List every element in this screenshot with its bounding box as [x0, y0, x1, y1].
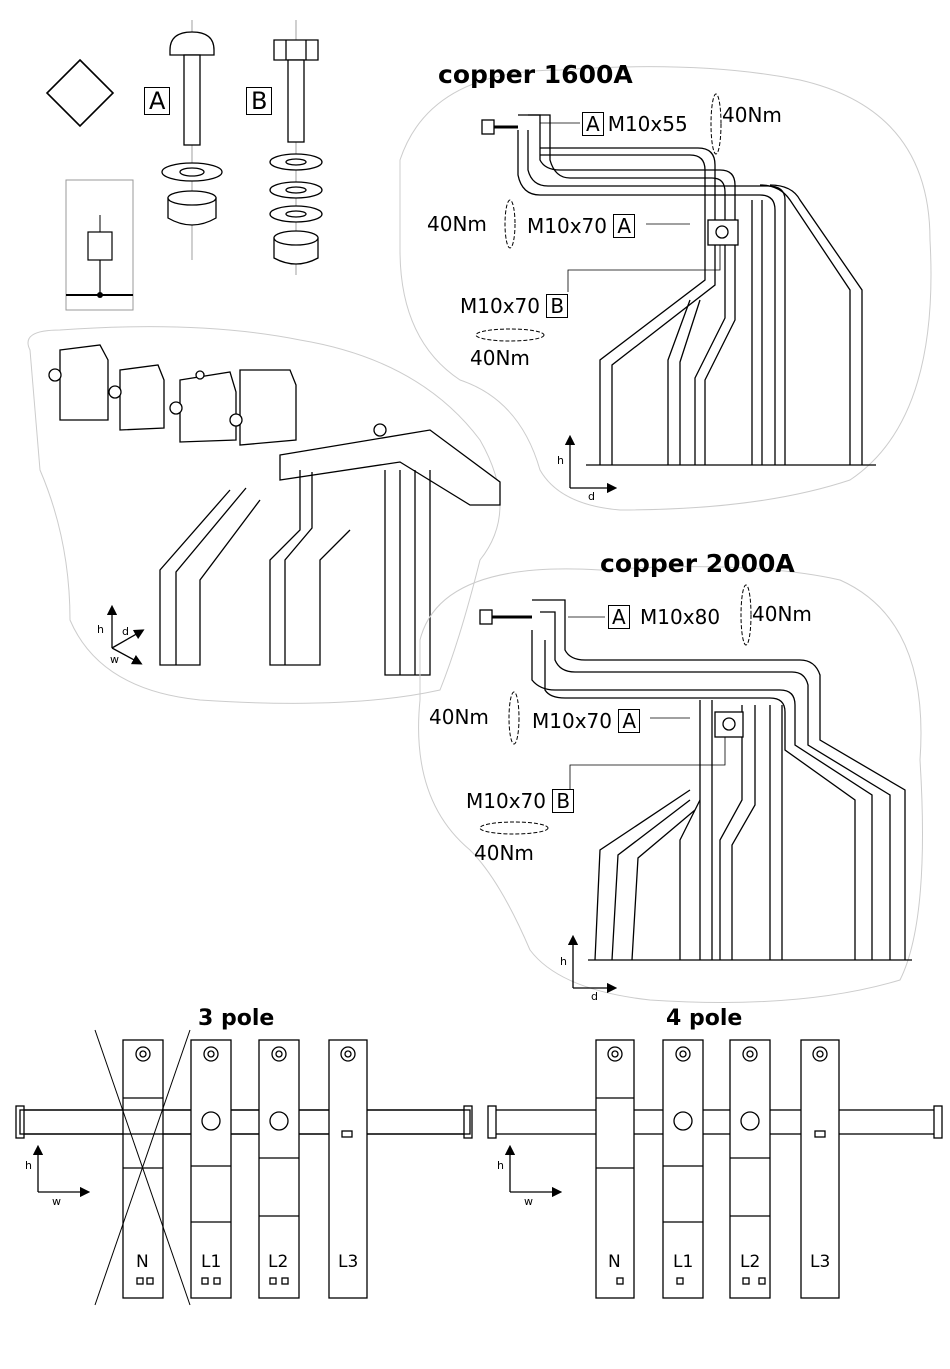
four-pole-axis-w: w	[524, 1196, 533, 1207]
copper-2000-top-torque: 40Nm	[752, 604, 812, 624]
four-pole-label-l1: L1	[673, 1254, 693, 1271]
copper-1600-axis-d: d	[588, 491, 595, 502]
copper-2000-low-spec: M10x70 B	[466, 789, 578, 813]
copper-1600-mid-spec: M10x70 A	[527, 214, 639, 238]
iso-axis-d: d	[122, 626, 129, 637]
bolt-b-label: B	[246, 87, 272, 115]
copper-1600-low-torque: 40Nm	[470, 348, 530, 368]
four-pole-title: 4 pole	[666, 1008, 742, 1030]
four-pole-axis-h: h	[497, 1160, 504, 1171]
iso-axis-w: w	[110, 654, 119, 665]
diamond-symbol	[47, 60, 113, 126]
copper-1600-mid-torque: 40Nm	[427, 214, 487, 234]
three-pole-label-l3: L3	[338, 1254, 358, 1271]
four-pole-label-l3: L3	[810, 1254, 830, 1271]
three-pole-label-l2: L2	[268, 1254, 288, 1271]
bolt-a-label: A	[144, 87, 170, 115]
four-pole-view	[488, 1040, 942, 1298]
copper-2000-mid-spec: M10x70 A	[532, 709, 644, 733]
four-pole-label-n: N	[608, 1254, 621, 1271]
three-pole-axis-w: w	[52, 1196, 61, 1207]
iso-axis-h: h	[97, 624, 104, 635]
isometric-view	[28, 327, 500, 704]
three-pole-title: 3 pole	[198, 1008, 274, 1030]
copper-2000-mid-torque: 40Nm	[429, 707, 489, 727]
copper-2000-axis-h: h	[560, 956, 567, 967]
copper-2000-title: copper 2000A	[600, 551, 795, 576]
copper-2000-assembly	[419, 567, 923, 1003]
three-pole-label-n: N	[136, 1254, 149, 1271]
hex-bolt-b	[270, 20, 322, 275]
copper-2000-top-spec: A M10x80	[608, 605, 720, 629]
three-pole-axis-h: h	[25, 1160, 32, 1171]
copper-2000-axis-d: d	[591, 991, 598, 1002]
copper-1600-axis-h: h	[557, 455, 564, 466]
three-pole-label-l1: L1	[201, 1254, 221, 1271]
copper-2000-low-torque: 40Nm	[474, 843, 534, 863]
schematic-symbol	[66, 180, 133, 310]
four-pole-label-l2: L2	[740, 1254, 760, 1271]
copper-1600-title: copper 1600A	[438, 62, 633, 87]
carriage-bolt-a	[162, 20, 222, 260]
copper-1600-top-torque: 40Nm	[722, 105, 782, 125]
copper-1600-low-spec: M10x70 B	[460, 294, 572, 318]
three-pole-view	[16, 1030, 472, 1305]
